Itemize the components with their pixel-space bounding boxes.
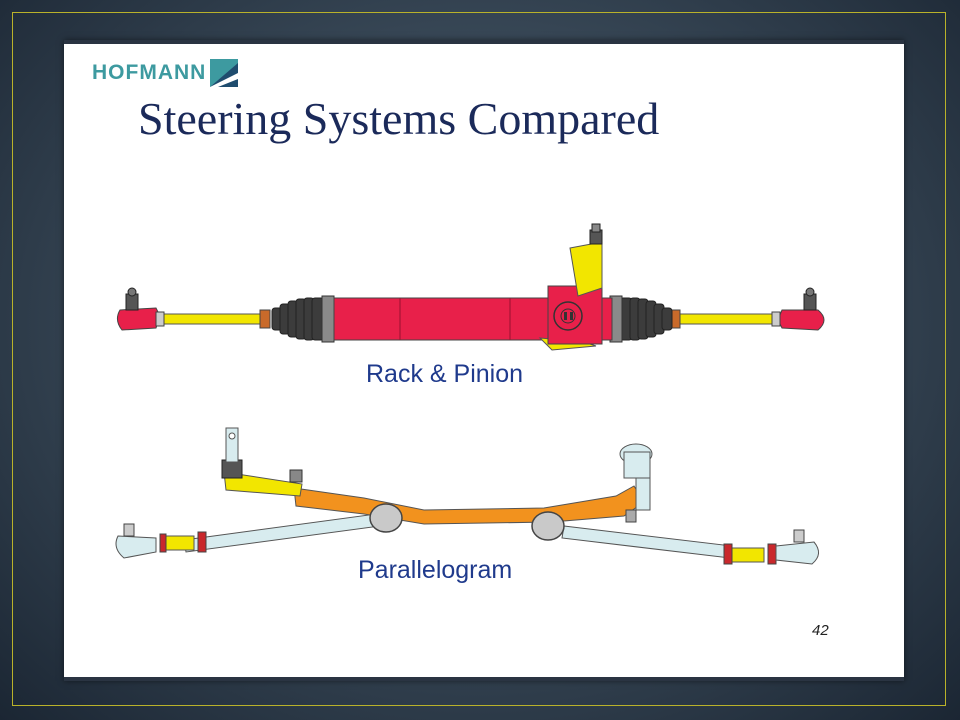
rack-and-pinion-label: Rack & Pinion bbox=[366, 360, 524, 388]
slide-bottom-bar bbox=[64, 677, 904, 681]
parallelogram-illustration bbox=[115, 427, 819, 565]
logo-mark-icon bbox=[210, 59, 239, 87]
page-number: 42 bbox=[812, 622, 829, 639]
hofmann-logo: HOFMANN bbox=[92, 58, 239, 88]
slide: HOFMANN Steering Systems Compared bbox=[64, 40, 904, 681]
slide-title: Steering Systems Compared bbox=[138, 93, 660, 144]
slide-frame-border bbox=[12, 12, 946, 706]
slide-top-bar bbox=[64, 40, 904, 44]
logo-text: HOFMANN bbox=[92, 61, 207, 84]
rack-and-pinion-illustration bbox=[116, 223, 825, 351]
steering-diagram bbox=[115, 223, 825, 565]
parallelogram-label: Parallelogram bbox=[358, 556, 513, 584]
